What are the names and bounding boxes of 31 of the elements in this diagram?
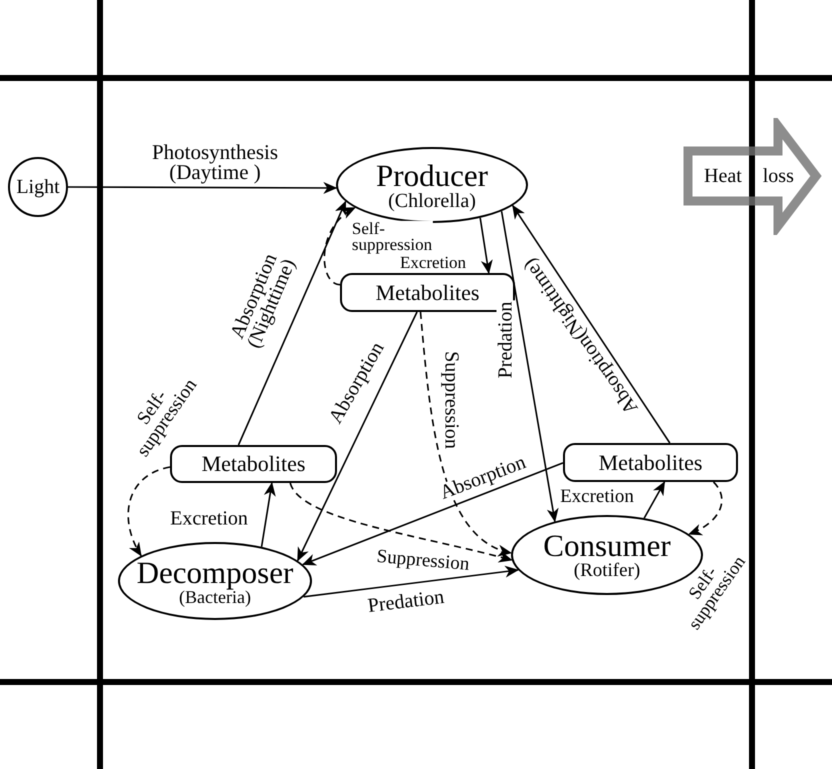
node-label: Heat loss <box>704 166 794 186</box>
rounded-box <box>563 443 738 482</box>
node-label: Metabolites <box>598 452 702 474</box>
dashed-arrow <box>128 466 170 557</box>
arrow <box>644 481 666 518</box>
node-subtitle: (Rotifer) <box>574 561 640 580</box>
node-title: Decomposer <box>136 556 294 588</box>
edge-label: Excretion <box>398 254 468 272</box>
arrow <box>304 566 519 598</box>
dashed-arrow <box>420 312 512 555</box>
dashed-arrow <box>290 482 513 563</box>
block-arrow <box>683 118 823 235</box>
arrow <box>238 200 346 446</box>
arrow <box>302 462 564 566</box>
arrow <box>512 204 670 444</box>
node-subtitle: (Chlorella) <box>388 190 476 210</box>
arrow <box>68 182 338 194</box>
dashed-arrow <box>324 207 356 286</box>
arrow <box>500 211 559 522</box>
edge-label: Suppression <box>442 350 460 450</box>
node-title: Producer <box>376 160 488 190</box>
node-label: Light <box>16 177 60 197</box>
edge-label: Self- suppression <box>350 220 434 254</box>
arrow <box>479 218 493 274</box>
arrow <box>260 482 276 547</box>
node-title: Consumer <box>543 530 671 561</box>
edge-label: Predation <box>496 300 516 380</box>
dashed-arrow <box>688 481 723 535</box>
arrow <box>296 312 418 562</box>
node-label: Metabolites <box>376 282 480 304</box>
node-label: Metabolites <box>202 453 306 475</box>
